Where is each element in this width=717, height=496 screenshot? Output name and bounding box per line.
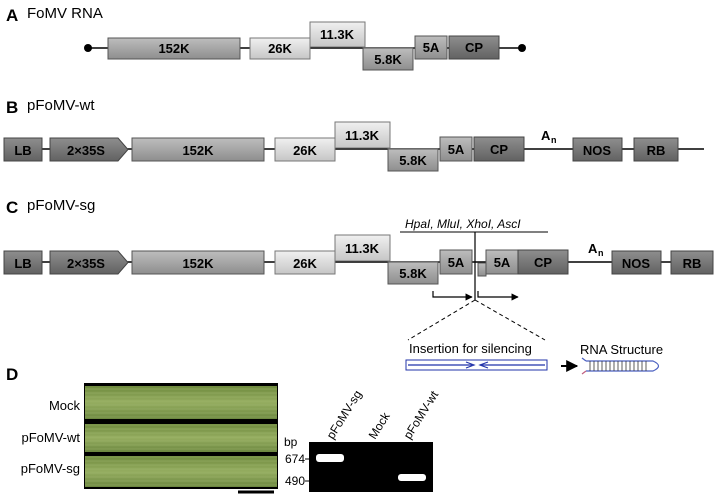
poly-a-subscript: n (551, 135, 557, 145)
panel-a-letter: A (6, 6, 18, 25)
poly-a-tail-label: A n (541, 128, 557, 145)
gene-5-8k: 5.8K (362, 47, 414, 71)
panel-c-letter: C (6, 198, 18, 217)
expansion-line-left (407, 299, 476, 341)
panel-b-title: pFoMV-wt (27, 97, 95, 114)
insertion-hairpin-box (405, 359, 548, 371)
rb-box: RB (670, 250, 714, 275)
leaf-label-mock: Mock (49, 398, 81, 413)
nos-label: NOS (622, 256, 651, 271)
sg-promoter-arrow-left (432, 291, 473, 301)
rb-label: RB (647, 143, 666, 158)
gene-5a-label: 5A (448, 255, 465, 270)
panel-c-title: pFoMV-sg (27, 197, 95, 214)
gene-11-3k: 11.3K (334, 234, 391, 262)
gene-5-8k-label: 5.8K (399, 266, 427, 281)
gel-band-pfomv-sg (316, 454, 344, 462)
gene-26k-label: 26K (293, 143, 317, 158)
gene-cp-label: CP (534, 255, 552, 270)
gene-26k-label: 26K (268, 41, 292, 56)
gene-26k-label: 26K (293, 256, 317, 271)
gene-cp: CP (448, 35, 500, 60)
gene-5-8k-label: 5.8K (399, 153, 427, 168)
gene-152k-label: 152K (158, 41, 190, 56)
gene-26k: 26K (249, 37, 311, 60)
panel-c: C pFoMV-sg HpaI, MluI, XhoI, AscI LB 2×3… (3, 197, 714, 375)
panel-a: A FoMV RNA 152K 26K 11.3K 5.8K 5A CP (6, 5, 526, 71)
gene-5a: 5A (439, 249, 473, 275)
rna-structure-label: RNA Structure (580, 342, 663, 357)
nos-label: NOS (583, 143, 612, 158)
gene-11-3k-label: 11.3K (345, 241, 380, 256)
marker-674: 674 (285, 452, 305, 466)
marker-490: 490 (285, 474, 305, 488)
sg-promoter-arrow-right (477, 291, 519, 301)
five-prime-end-dot (84, 44, 92, 52)
panel-d: D Mock pFoMV-wt pFoMV-sg bp 674 490 pFoM… (6, 365, 442, 494)
poly-a-letter: A (541, 128, 551, 143)
rb-box: RB (633, 137, 679, 162)
gene-5a: 5A (439, 136, 473, 162)
gene-5a-duplicate-label: 5A (494, 255, 511, 270)
gene-11-3k-label: 11.3K (320, 27, 355, 42)
restriction-sites-label: HpaI, MluI, XhoI, AscI (405, 217, 521, 231)
poly-a-subscript: n (598, 248, 604, 258)
gene-11-3k: 11.3K (309, 21, 366, 48)
panel-b-letter: B (6, 98, 18, 117)
gel-band-pfomv-wt (398, 474, 426, 481)
lb-box: LB (3, 137, 43, 162)
gene-11-3k: 11.3K (334, 121, 391, 149)
panel-b: B pFoMV-wt LB 2×35S 152K 26K 11.3K 5.8K (3, 97, 704, 172)
rb-label: RB (683, 256, 702, 271)
lb-label: LB (14, 256, 31, 271)
gene-cp-label: CP (490, 142, 508, 157)
gene-11-3k-label: 11.3K (345, 128, 380, 143)
gene-cp-label: CP (465, 40, 483, 55)
leaf-phenotype-image (84, 383, 278, 489)
poly-a-letter: A (588, 241, 598, 256)
gene-152k: 152K (131, 250, 265, 275)
gene-152k-label: 152K (182, 256, 214, 271)
gel-lane-label-mock: Mock (366, 409, 394, 442)
gene-26k: 26K (274, 250, 336, 275)
gene-5a-label: 5A (448, 142, 465, 157)
three-prime-end-dot (518, 44, 526, 52)
gel-lane-label-pfomv-sg: pFoMV-sg (324, 388, 365, 442)
bp-label: bp (284, 435, 298, 449)
promoter-35s-label: 2×35S (67, 143, 105, 158)
gene-5-8k-label: 5.8K (374, 52, 402, 67)
gene-5a: 5A (414, 35, 448, 60)
nos-box: NOS (572, 137, 623, 162)
gel-lane-label-pfomv-wt: pFoMV-wt (401, 388, 442, 442)
gene-cp: CP (473, 136, 525, 162)
nos-box: NOS (611, 250, 662, 275)
gene-5-8k: 5.8K (387, 261, 439, 285)
gene-152k: 152K (107, 37, 241, 60)
rna-hairpin-icon (581, 357, 660, 375)
promoter-35s-label: 2×35S (67, 256, 105, 271)
leaf-label-pfomv-sg: pFoMV-sg (21, 461, 80, 476)
gene-5-8k: 5.8K (387, 148, 439, 172)
gene-26k: 26K (274, 137, 336, 162)
lb-label: LB (14, 143, 31, 158)
gene-152k-label: 152K (182, 143, 214, 158)
promoter-35s-arrow: 2×35S (49, 250, 129, 275)
expansion-line-right (474, 299, 546, 341)
gene-5a-label: 5A (423, 40, 440, 55)
promoter-35s-arrow: 2×35S (49, 137, 129, 162)
gel-image (309, 442, 433, 492)
gene-5a-duplicate: 5A (477, 249, 519, 277)
poly-a-tail-label: A n (588, 241, 604, 258)
gene-cp: CP (517, 249, 569, 275)
panel-a-title: FoMV RNA (27, 5, 103, 22)
leaf-label-pfomv-wt: pFoMV-wt (21, 430, 80, 445)
lb-box: LB (3, 250, 43, 275)
panel-d-letter: D (6, 365, 18, 384)
gene-152k: 152K (131, 137, 265, 162)
insertion-label: Insertion for silencing (409, 341, 532, 356)
